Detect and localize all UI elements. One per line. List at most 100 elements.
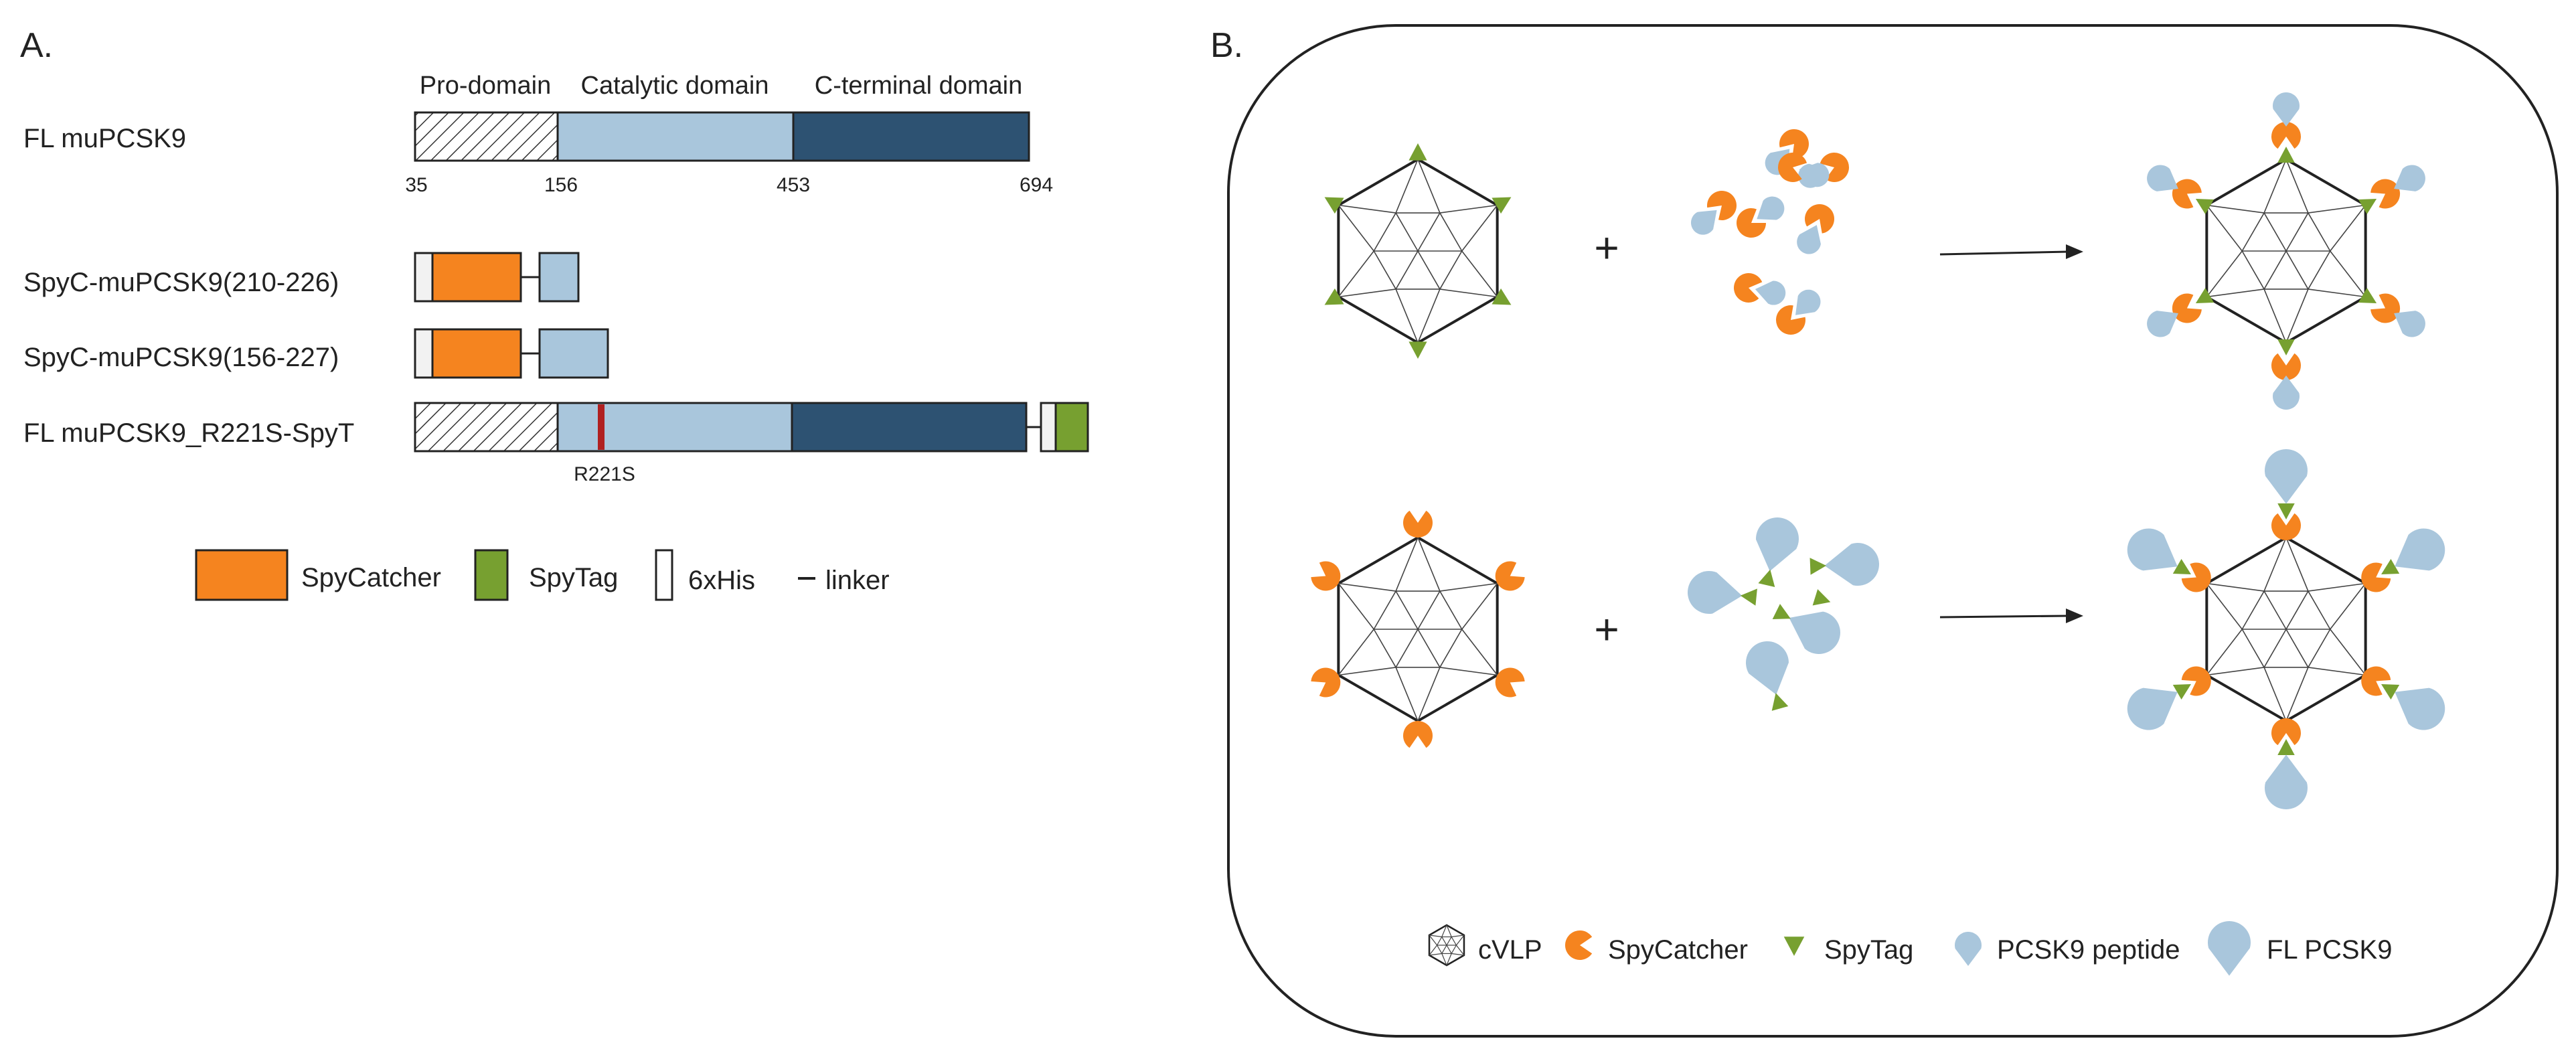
pcsk9-glyph (1795, 289, 1821, 315)
spytag-glyph (1492, 197, 1512, 214)
capsid-facet (2285, 537, 2309, 592)
capsid-facet (2206, 289, 2265, 298)
capsid-facet (1338, 582, 1396, 592)
capsid-facet (1395, 250, 1419, 290)
legend-fl-label: FL PCSK9 (2267, 935, 2392, 965)
panel-a-domain-map: A. Pro-domain Catalytic domain C-termina… (20, 26, 1089, 601)
spytag-glyph (1812, 589, 1831, 606)
spycatcher-glyph (2172, 293, 2202, 323)
spytag-glyph (2195, 287, 2215, 303)
panel-a-label: A. (20, 26, 53, 65)
capsid-facet (1441, 945, 1447, 954)
capsid-facet (1373, 250, 1396, 290)
pcsk9-glyph (1755, 280, 1786, 305)
spycatcher-glyph (2181, 666, 2211, 696)
capsid-facet (1446, 945, 1452, 954)
spycatcher-glyph (1403, 510, 1433, 538)
spycatcher-glyph (2271, 718, 2301, 746)
spycatcher-glyph (2370, 179, 2401, 209)
capsid-facet (1338, 289, 1396, 298)
pcsk9-glyph (2394, 311, 2425, 337)
capsid-facet (2285, 212, 2309, 252)
panel-b-label: B. (1210, 26, 1243, 65)
capsid-facet (1455, 934, 1465, 946)
panel-b-legend: cVLP SpyCatcher SpyTag PCSK9 peptide FL … (1428, 921, 2392, 976)
capsid-facet (1439, 250, 1463, 290)
capsid-facet (1417, 212, 1441, 252)
construct-label-fl: FL muPCSK9 (23, 124, 186, 153)
capsid-facet (1417, 250, 1441, 290)
capsid-facet (1417, 537, 1441, 592)
capsid-facet (2206, 205, 2243, 252)
vlp-with-spycatcher (1311, 510, 1525, 748)
spycatcher-glyph (2370, 293, 2401, 323)
pcsk9-glyph (2273, 92, 2300, 127)
pcsk9-glyph (2273, 376, 2300, 410)
capsid-facet (1446, 953, 1452, 966)
capsid-facet (1338, 629, 1374, 675)
spycatcher-glyph (1565, 930, 1593, 961)
pro-domain-segment (414, 402, 559, 453)
r221s-mutation-mark (598, 404, 605, 450)
peptide-segment (538, 328, 609, 379)
position-694: 694 (1020, 174, 1053, 196)
pcsk9-glyph (1789, 611, 1841, 655)
pcsk9-glyph (1687, 570, 1743, 615)
spytag-fl-pcsk9-mix (1687, 517, 1879, 711)
capsid-facet (1338, 667, 1396, 676)
fl-pcsk9-icon (2208, 921, 2251, 976)
legend-peptide-label: PCSK9 peptide (1997, 935, 2180, 965)
his-tag-segment (1040, 402, 1057, 453)
spytag-glyph (2277, 147, 2295, 163)
mutation-label: R221S (574, 463, 635, 485)
capsid-facet (1429, 934, 1438, 946)
pcsk9-glyph (2265, 449, 2308, 504)
spycatcher-glyph (2361, 562, 2391, 592)
spycatcher-glyph (1805, 204, 1834, 234)
c-terminal-domain-header: C-terminal domain (815, 72, 1022, 100)
legend-cvlp-label: cVLP (1478, 935, 1542, 965)
capsid-facet (2308, 212, 2331, 252)
reaction-arrow-row2 (1939, 608, 2083, 623)
capsid-facet (2330, 250, 2366, 297)
spytag-glyph (1324, 197, 1344, 214)
capsid-facet (2206, 250, 2243, 297)
spytag-glyph (2277, 339, 2295, 355)
capsid-facet (2308, 582, 2366, 592)
spycatcher-glyph (1403, 721, 1433, 748)
capsid-facet (2263, 212, 2287, 252)
pcsk9-glyph (1824, 542, 1879, 586)
capsid-facet (1417, 590, 1441, 630)
spytag-segment (1054, 402, 1089, 453)
spytag-glyph (1492, 288, 1512, 305)
construct-label-fl-r221s: FL muPCSK9_R221S-SpyT (23, 418, 354, 448)
vlp-fl-pcsk9-conjugate (2127, 449, 2445, 809)
pcsk9-glyph (1799, 163, 1830, 187)
capsid-facet (2308, 590, 2331, 630)
capsid-facet (2206, 204, 2265, 214)
spycatcher-glyph (2181, 562, 2211, 592)
capsid-facet (2206, 667, 2265, 676)
spycatcher-glyph (1311, 667, 1341, 698)
construct-bar-fl-r221s (414, 402, 1089, 453)
spytag-glyph (1408, 143, 1427, 161)
spycatcher-glyph (2172, 179, 2202, 209)
capsid-facet (1437, 945, 1443, 954)
capsid-facet (2308, 629, 2331, 668)
capsid-facet (1417, 629, 1441, 668)
capsid-facet (2285, 250, 2309, 290)
capsid-facet (1338, 204, 1396, 214)
spytag-glyph (1758, 569, 1775, 588)
spycatcher-segment (431, 252, 522, 303)
capsid-facet (1439, 204, 1498, 214)
vlp-peptide-conjugate (2147, 92, 2425, 410)
pcsk9-glyph (1690, 210, 1717, 235)
plus-sign-row1: + (1594, 224, 1619, 272)
capsid-facet (2308, 204, 2366, 214)
capsid-facet (1439, 629, 1463, 668)
c-terminal-domain-segment (791, 402, 1028, 453)
capsid-facet (1451, 945, 1457, 954)
capsid-facet (1461, 250, 1498, 297)
spytag-glyph (1809, 558, 1827, 575)
